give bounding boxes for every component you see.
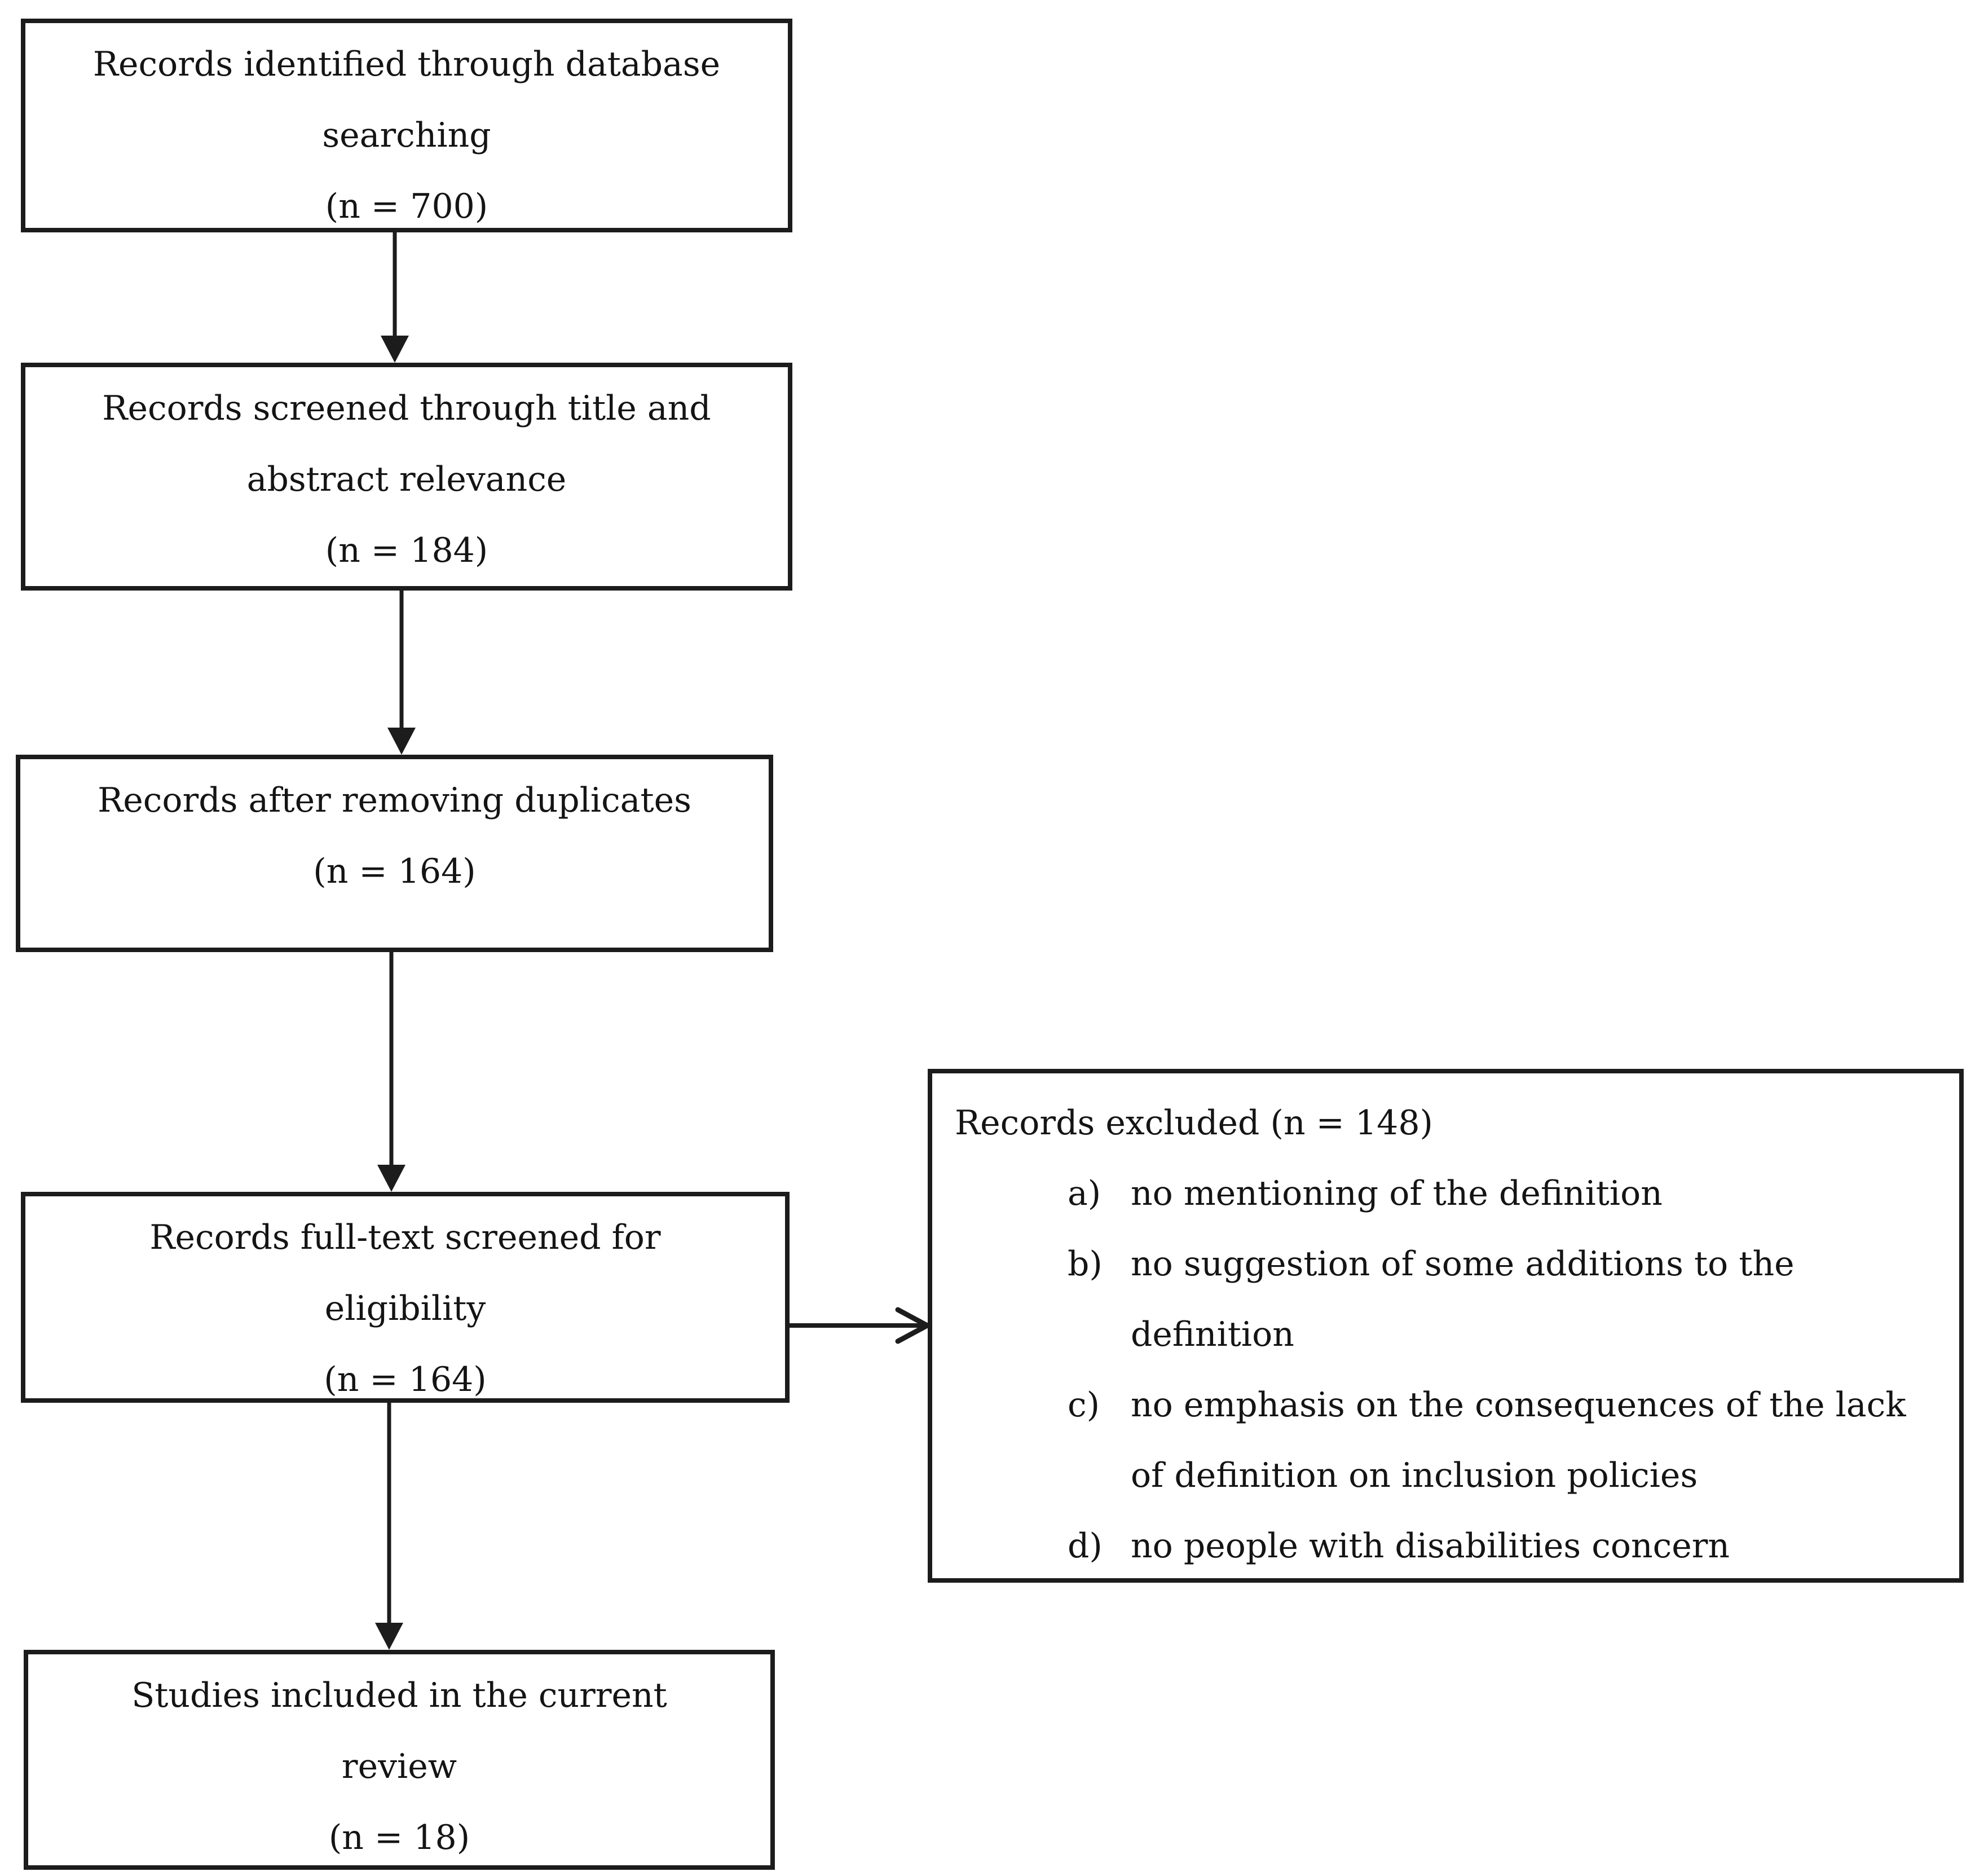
arrow-line [387, 1403, 391, 1626]
arrow-line [399, 591, 404, 731]
box-records-identified: Records identified through database sear… [21, 19, 792, 232]
box-fulltext-screened: Records full-text screened for eligibili… [21, 1192, 790, 1403]
list-item: b) no suggestion of some additions to th… [1068, 1229, 1948, 1370]
list-item-marker: b) [1068, 1244, 1103, 1284]
box-records-deduplicated: Records after removing duplicates (n = 1… [16, 755, 773, 952]
box-text-line: (n = 184) [325, 531, 488, 570]
box-text-line: Records identified through database [92, 45, 721, 84]
list-item-text: no mentioning of the definition [1131, 1174, 1663, 1213]
box-text-line: (n = 700) [325, 187, 488, 226]
box-records-screened: Records screened through title and abstr… [21, 363, 792, 591]
box-text-line: Studies included in the current [131, 1676, 667, 1715]
box-text-line: (n = 18) [328, 1818, 470, 1857]
list-item: d) no people with disabilities concern [1068, 1511, 1948, 1582]
box-records-excluded: Records excluded (n = 148) a) no mention… [928, 1069, 1964, 1583]
box-text-line: Records after removing duplicates [98, 781, 691, 820]
excluded-title: Records excluded (n = 148) [955, 1103, 1433, 1143]
arrowhead-down-icon [377, 1165, 405, 1192]
list-item: a) no mentioning of the definition [1068, 1159, 1948, 1229]
arrowhead-down-icon [375, 1623, 403, 1650]
arrow-fulltext-to-included [374, 1403, 404, 1650]
box-text-line: Records screened through title and [102, 389, 711, 428]
list-item-text: no suggestion of some additions to the d… [1131, 1244, 1795, 1354]
box-text-line: abstract relevance [246, 460, 567, 499]
list-item: c) no emphasis on the consequences of th… [1068, 1370, 1948, 1511]
box-text-line: searching [322, 116, 491, 155]
arrowhead-down-icon [381, 336, 409, 363]
box-text-line: eligibility [324, 1289, 486, 1328]
box-text-line: review [341, 1747, 457, 1786]
arrow-identified-to-screened [380, 232, 409, 363]
arrow-screened-to-deduplicated [387, 591, 416, 755]
list-item-text: no emphasis on the consequences of the l… [1131, 1385, 1906, 1495]
arrow-line [393, 232, 397, 339]
list-item-text: no people with disabilities concern [1131, 1526, 1730, 1566]
arrow-deduplicated-to-fulltext [377, 952, 406, 1192]
arrow-fulltext-to-excluded [790, 1306, 932, 1345]
box-text-line: (n = 164) [313, 852, 476, 891]
arrowhead-right-icon [790, 1307, 930, 1344]
box-studies-included: Studies included in the current review (… [24, 1650, 775, 1870]
box-text-line: (n = 164) [324, 1360, 487, 1399]
list-item-marker: d) [1068, 1526, 1103, 1566]
list-item-marker: a) [1068, 1174, 1101, 1213]
arrowhead-down-icon [387, 728, 416, 755]
arrow-line [389, 952, 394, 1168]
list-item-marker: c) [1068, 1385, 1100, 1425]
box-text-line: Records full-text screened for [149, 1218, 661, 1257]
